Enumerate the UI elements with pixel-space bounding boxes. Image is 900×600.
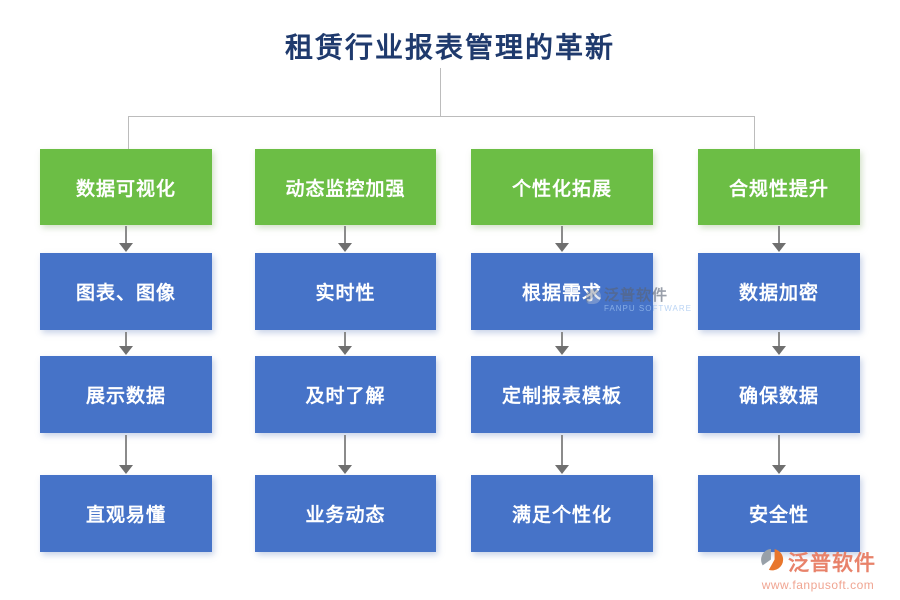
- arrow-down-icon: [119, 435, 133, 474]
- connector-horizontal: [128, 116, 755, 117]
- arrow-down-icon: [119, 332, 133, 355]
- fanpu-logo-icon: [760, 547, 785, 577]
- brand-url: www.fanpusoft.com: [761, 578, 875, 592]
- node-header-data-visualization: 数据可视化: [40, 149, 212, 225]
- arrow-down-icon: [772, 332, 786, 355]
- node-item: 满足个性化: [471, 475, 653, 552]
- node-header-personalization: 个性化拓展: [471, 149, 653, 225]
- connector-drop-right: [754, 116, 755, 149]
- node-item: 图表、图像: [40, 253, 212, 330]
- node-item: 业务动态: [255, 475, 436, 552]
- node-item: 及时了解: [255, 356, 436, 433]
- node-item: 根据需求: [471, 253, 653, 330]
- connector-title-stem: [440, 68, 441, 116]
- node-header-compliance: 合规性提升: [698, 149, 860, 225]
- arrow-down-icon: [555, 435, 569, 474]
- arrow-down-icon: [119, 226, 133, 252]
- node-item: 展示数据: [40, 356, 212, 433]
- arrow-down-icon: [338, 332, 352, 355]
- arrow-down-icon: [338, 435, 352, 474]
- arrow-down-icon: [772, 435, 786, 474]
- arrow-down-icon: [772, 226, 786, 252]
- node-item: 定制报表模板: [471, 356, 653, 433]
- fanpu-logo: 泛普软件 www.fanpusoft.com: [742, 547, 894, 592]
- node-item: 数据加密: [698, 253, 860, 330]
- arrow-down-icon: [555, 332, 569, 355]
- node-item: 实时性: [255, 253, 436, 330]
- node-item: 确保数据: [698, 356, 860, 433]
- arrow-down-icon: [555, 226, 569, 252]
- connector-drop-left: [128, 116, 129, 149]
- brand-name: 泛普软件: [788, 552, 876, 575]
- diagram-title: 租赁行业报表管理的革新: [284, 32, 615, 63]
- node-item: 安全性: [698, 475, 860, 552]
- arrow-down-icon: [338, 226, 352, 252]
- node-item: 直观易懂: [40, 475, 212, 552]
- node-header-dynamic-monitoring: 动态监控加强: [255, 149, 436, 225]
